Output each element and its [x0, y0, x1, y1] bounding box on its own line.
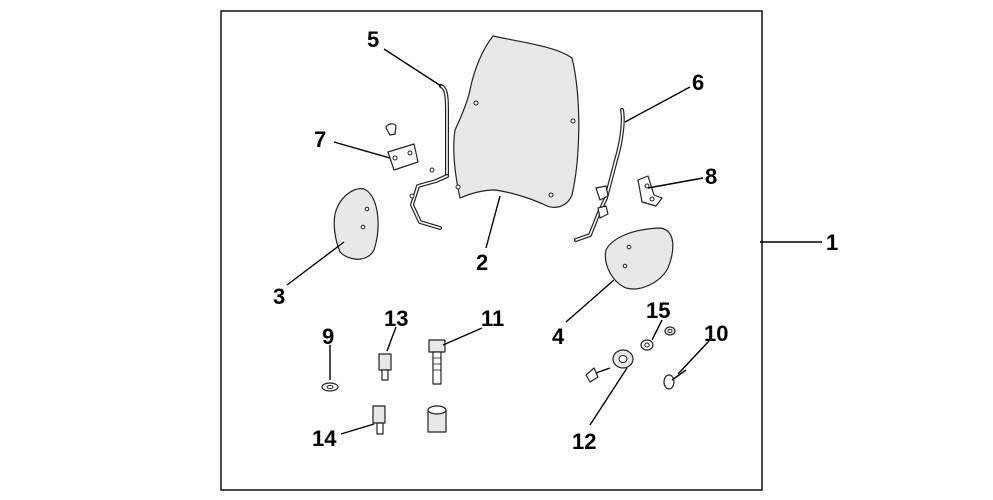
- callout-10: 10: [704, 321, 728, 346]
- callout-2: 2: [476, 250, 488, 275]
- left-bracket-part: [385, 123, 419, 171]
- callout-15: 15: [646, 298, 670, 323]
- washer-nut-part: [640, 326, 676, 351]
- callout-6: 6: [692, 70, 704, 95]
- callout-13: 13: [384, 306, 408, 331]
- leader-lines: [286, 48, 822, 435]
- washer-part: [321, 382, 339, 392]
- screw-part: [663, 369, 687, 390]
- stud-bolt-part: [372, 405, 386, 435]
- callout-8: 8: [705, 164, 717, 189]
- right-stay-part: [574, 108, 625, 242]
- callout-11: 11: [481, 306, 504, 331]
- callout-9: 9: [322, 324, 334, 349]
- bolt-part: [428, 339, 446, 385]
- collar-bolt-part: [378, 353, 392, 381]
- left-stay-part: [409, 84, 449, 230]
- collar-part: [427, 405, 447, 433]
- assembly-frame: [220, 10, 763, 491]
- callout-12: 12: [572, 429, 596, 454]
- callout-3: 3: [273, 284, 285, 309]
- left-deflector-part: [333, 188, 379, 260]
- right-bracket-part: [637, 175, 663, 207]
- callout-4: 4: [552, 324, 565, 349]
- rubber-mount-part: [585, 349, 634, 383]
- windscreen-part: [453, 35, 580, 208]
- right-deflector-part: [604, 227, 674, 290]
- callout-1: 1: [826, 230, 838, 255]
- callout-7: 7: [314, 127, 326, 152]
- callout-5: 5: [367, 27, 379, 52]
- callout-14: 14: [312, 426, 337, 451]
